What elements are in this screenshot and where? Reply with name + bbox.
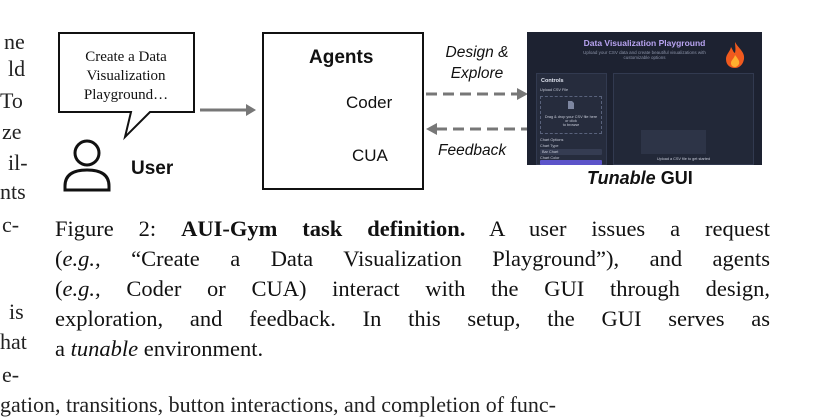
caption-text: Coder or CUA) interact with the GUI thro… <box>126 276 771 301</box>
caption-text: exploration, and feedback. In this setup… <box>55 306 770 331</box>
user-icon <box>63 139 111 192</box>
design-explore-arrow <box>426 88 528 100</box>
caption-line: (e.g., “Create a Data Visualization Play… <box>55 244 770 274</box>
prev-column-fragment: nts <box>0 179 26 204</box>
design-explore-label: Design & Explore <box>442 42 512 84</box>
caption-text: ( <box>55 276 63 301</box>
gui-subtitle: Upload your CSV data and create beautifu… <box>527 50 762 60</box>
feedback-label: Feedback <box>438 142 507 159</box>
caption-text: A user issues a request <box>489 216 771 241</box>
gui-subtitle-line: Upload your CSV data and create beautifu… <box>583 50 706 55</box>
prev-column-fragment: hat <box>0 329 27 354</box>
prev-column-fragment: c- <box>2 212 20 237</box>
user-label: User <box>131 158 174 179</box>
caption-prefix: Figure 2: <box>55 216 157 241</box>
gui-word: GUI <box>660 168 693 188</box>
prev-column-fragment: ze <box>2 119 22 144</box>
tunable-word: Tunable <box>587 168 656 188</box>
gui-drop-hint-line: to browse <box>562 123 580 127</box>
request-arrow <box>200 104 256 116</box>
gui-chart-color-label: Chart Color <box>540 156 560 160</box>
caption-line: Figure 2: AUI-Gym task definition. A use… <box>55 214 770 244</box>
gui-subtitle-line: customizable options <box>623 55 666 60</box>
gui-plot-hint: Upload a CSV file to get started <box>656 157 711 161</box>
flame-icon <box>726 42 745 68</box>
caption-line: a tunable environment. <box>55 334 770 364</box>
agents-box <box>262 32 424 190</box>
gui-screenshot: Data Visualization Playground Upload you… <box>527 32 762 165</box>
file-icon <box>568 101 574 109</box>
caption-text: ( <box>55 246 63 271</box>
next-column-fragment: gation, transitions, button interactions… <box>0 392 556 417</box>
caption-line: exploration, and feedback. In this setup… <box>55 304 770 334</box>
prev-column-fragment: il- <box>8 150 28 175</box>
speech-bubble <box>58 32 195 141</box>
gui-drop-hint-line: Drag & drop your CSV file here or click <box>544 115 598 123</box>
agents-title: Agents <box>309 47 374 68</box>
gui-controls-label: Controls <box>541 78 564 84</box>
gui-drop-hint: Drag & drop your CSV file here or click … <box>543 115 599 127</box>
gui-chart-options-label: Chart Options <box>540 138 564 142</box>
caption-title: AUI-Gym task definition. <box>181 216 466 241</box>
cua-label: CUA <box>352 146 388 165</box>
gui-upload-label: Upload CSV File <box>540 88 569 92</box>
caption-eg: e.g., <box>62 246 101 271</box>
figure-caption: Figure 2: AUI-Gym task definition. A use… <box>55 214 770 364</box>
caption-tunable: tunable <box>70 336 139 361</box>
design-label-line: Design & <box>445 44 509 61</box>
prev-column-fragment: is <box>9 299 24 324</box>
gui-title: Data Visualization Playground <box>583 38 706 48</box>
gui-chart-type-value: Bar Chart <box>542 150 559 154</box>
gui-chart-type-label: Chart Type <box>540 144 559 148</box>
caption-text: environment. <box>143 336 264 361</box>
prev-column-fragment: To <box>0 88 23 113</box>
prev-column-fragment: ne <box>4 29 25 54</box>
caption-eg: e.g., <box>62 276 101 301</box>
gui-color-button[interactable] <box>540 160 602 165</box>
caption-text: a <box>55 336 65 361</box>
coder-label: Coder <box>346 93 393 112</box>
prev-column-fragment: e- <box>2 362 20 387</box>
caption-line: (e.g., Coder or CUA) interact with the G… <box>55 274 770 304</box>
gui-plot-placeholder <box>641 130 706 154</box>
explore-label-line: Explore <box>450 65 504 82</box>
caption-text: “Create a Data Visualization Playground”… <box>131 246 771 271</box>
gui-chart-type-select[interactable] <box>540 149 602 155</box>
request-bubble-text: Create a Data Visualization Playground… <box>83 49 169 103</box>
feedback-arrow <box>426 123 527 135</box>
prev-column-fragment: ld <box>8 56 26 81</box>
gui-dropzone[interactable] <box>540 96 602 134</box>
tunable-gui-label: Tunable GUI <box>587 168 693 189</box>
